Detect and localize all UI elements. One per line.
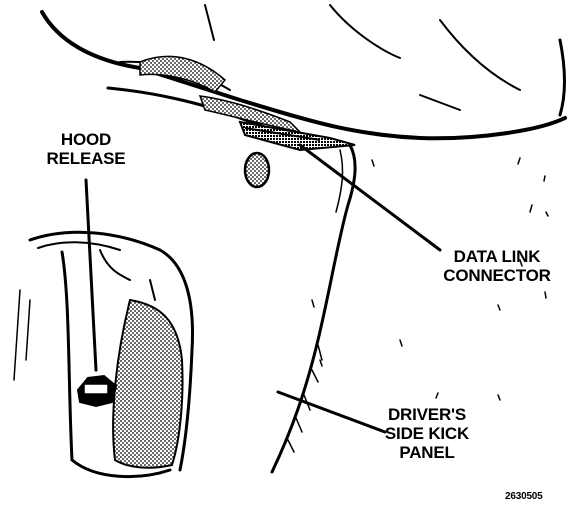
kick-panel-label-line-1: DRIVER'S xyxy=(387,405,466,424)
figure-id: 2630505 xyxy=(505,491,543,502)
leader-lines xyxy=(84,143,442,434)
leader-data-link xyxy=(298,143,442,252)
data-link-connector-label-line-1: DATA LINK xyxy=(453,247,541,266)
data-link-connector xyxy=(238,120,356,152)
dash-shading xyxy=(139,55,227,93)
kick-panel-label-line-2: SIDE KICK xyxy=(384,424,470,443)
texture-marks xyxy=(311,157,549,401)
data-link-connector-label-line-2: CONNECTOR xyxy=(443,266,551,285)
drivers-side-kick-panel-label: DRIVER'S SIDE KICK PANEL xyxy=(372,405,482,462)
hood-release-handle xyxy=(76,374,118,408)
data-link-connector-label: DATA LINK CONNECTOR xyxy=(432,247,562,285)
hood-release-label-line-2: RELEASE xyxy=(46,149,126,168)
hood-release-label: HOOD RELEASE xyxy=(36,130,136,168)
leader-kick-panel xyxy=(276,390,387,434)
dashboard-underside xyxy=(40,4,567,142)
kick-panel-hatched xyxy=(112,298,184,469)
kick-panel-outline xyxy=(270,143,357,474)
leader-hood-release xyxy=(84,178,98,372)
grommet-icon xyxy=(243,151,271,189)
kick-panel-label-line-3: PANEL xyxy=(399,443,455,462)
left-kick-panel xyxy=(13,230,194,478)
hood-release-label-line-1: HOOD xyxy=(60,130,112,149)
